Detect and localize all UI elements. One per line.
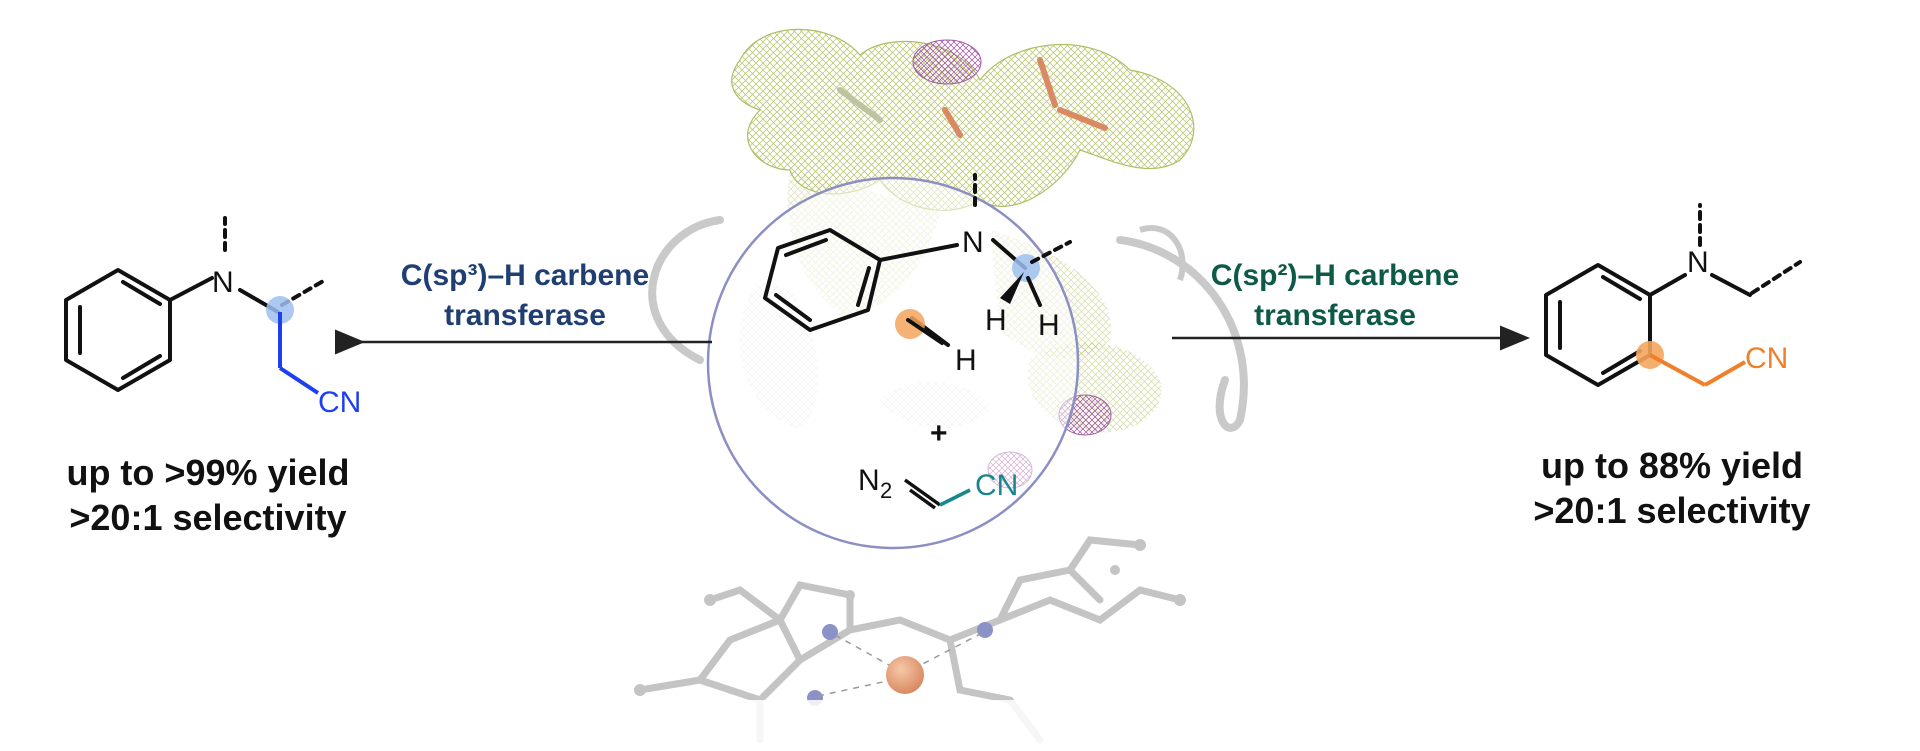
iron-atom (886, 656, 924, 694)
center-h2: H (1038, 309, 1060, 342)
right-selectivity: >20:1 selectivity (1533, 490, 1810, 531)
right-yield: up to 88% yield (1541, 445, 1803, 486)
center-nitrogen: N (962, 226, 984, 259)
right-product-structure: N CN (1544, 203, 1802, 387)
diazo-subscript: 2 (880, 478, 892, 503)
sp2-highlight (895, 309, 925, 339)
left-product-nitrogen: N (212, 266, 234, 299)
plus-sign: + (930, 417, 948, 450)
right-product-nitrogen: N (1687, 246, 1709, 279)
right-product-cn: CN (1745, 342, 1788, 375)
diazo-nitrogen: N (858, 464, 880, 497)
left-product-structure: N CN (64, 216, 361, 419)
active-site-circle (706, 176, 1080, 550)
left-enzyme-line2: transferase (444, 299, 606, 332)
left-enzyme-line1: C(sp³)–H carbene (401, 259, 649, 292)
diazo-cn: CN (975, 469, 1018, 502)
right-enzyme-line1: C(sp²)–H carbene (1211, 259, 1459, 292)
left-yield: up to >99% yield (66, 452, 349, 493)
left-product-cn: CN (318, 386, 361, 419)
left-selectivity: >20:1 selectivity (69, 497, 346, 538)
diazo-reagent: N 2 CN (858, 464, 1018, 510)
center-h1: H (985, 304, 1007, 337)
center-h3: H (955, 344, 977, 377)
right-enzyme-line2: transferase (1254, 299, 1416, 332)
